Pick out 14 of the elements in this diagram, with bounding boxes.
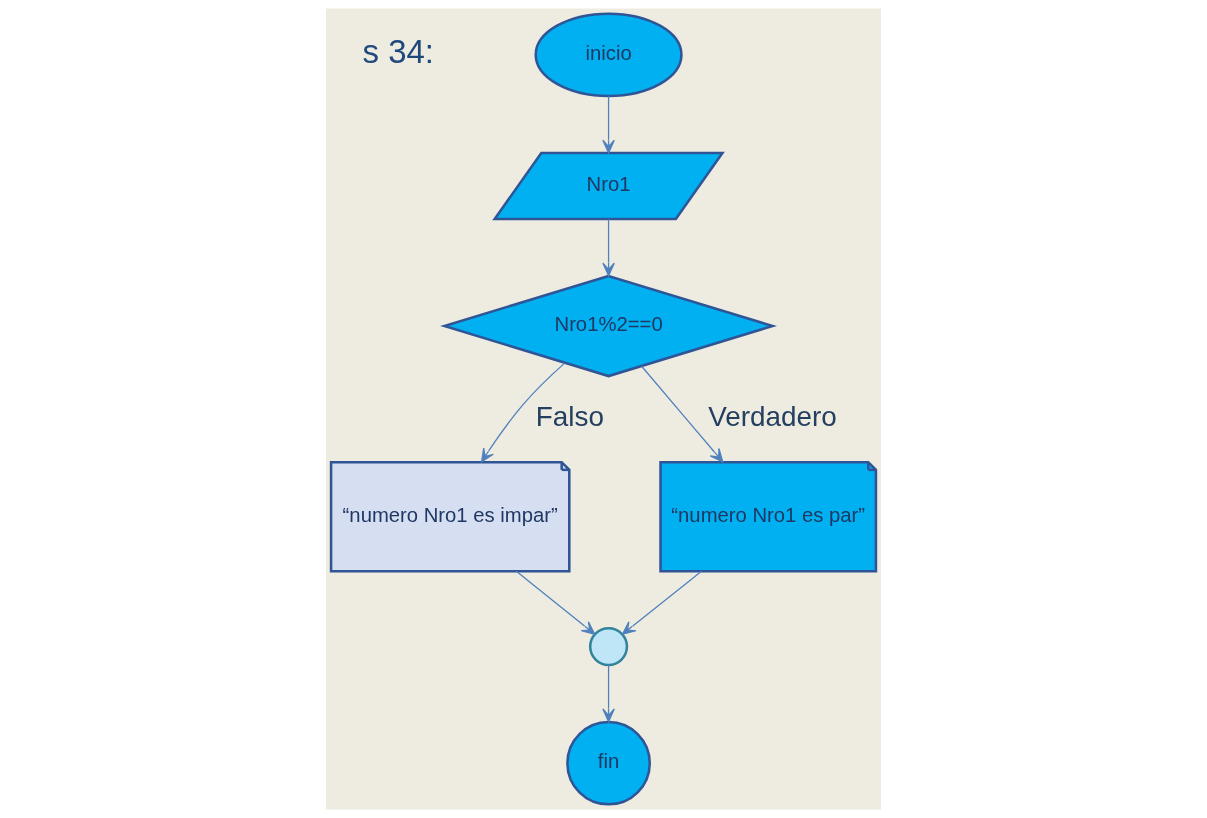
label: s 34: — [362, 32, 434, 70]
node-circle: fin — [566, 720, 651, 806]
arrow — [515, 570, 596, 635]
node-ellipse: inicio — [534, 12, 683, 98]
arrow — [602, 95, 615, 154]
node-diamond: Nro1%2==0 — [440, 274, 777, 378]
edge-label: Verdadero — [708, 401, 837, 433]
arrow — [641, 365, 724, 463]
arrow — [480, 362, 566, 463]
arrow — [621, 570, 703, 635]
arrow — [602, 664, 615, 723]
arrow — [602, 218, 615, 277]
node-circle — [588, 626, 629, 667]
edge-label: Falso — [535, 401, 604, 433]
